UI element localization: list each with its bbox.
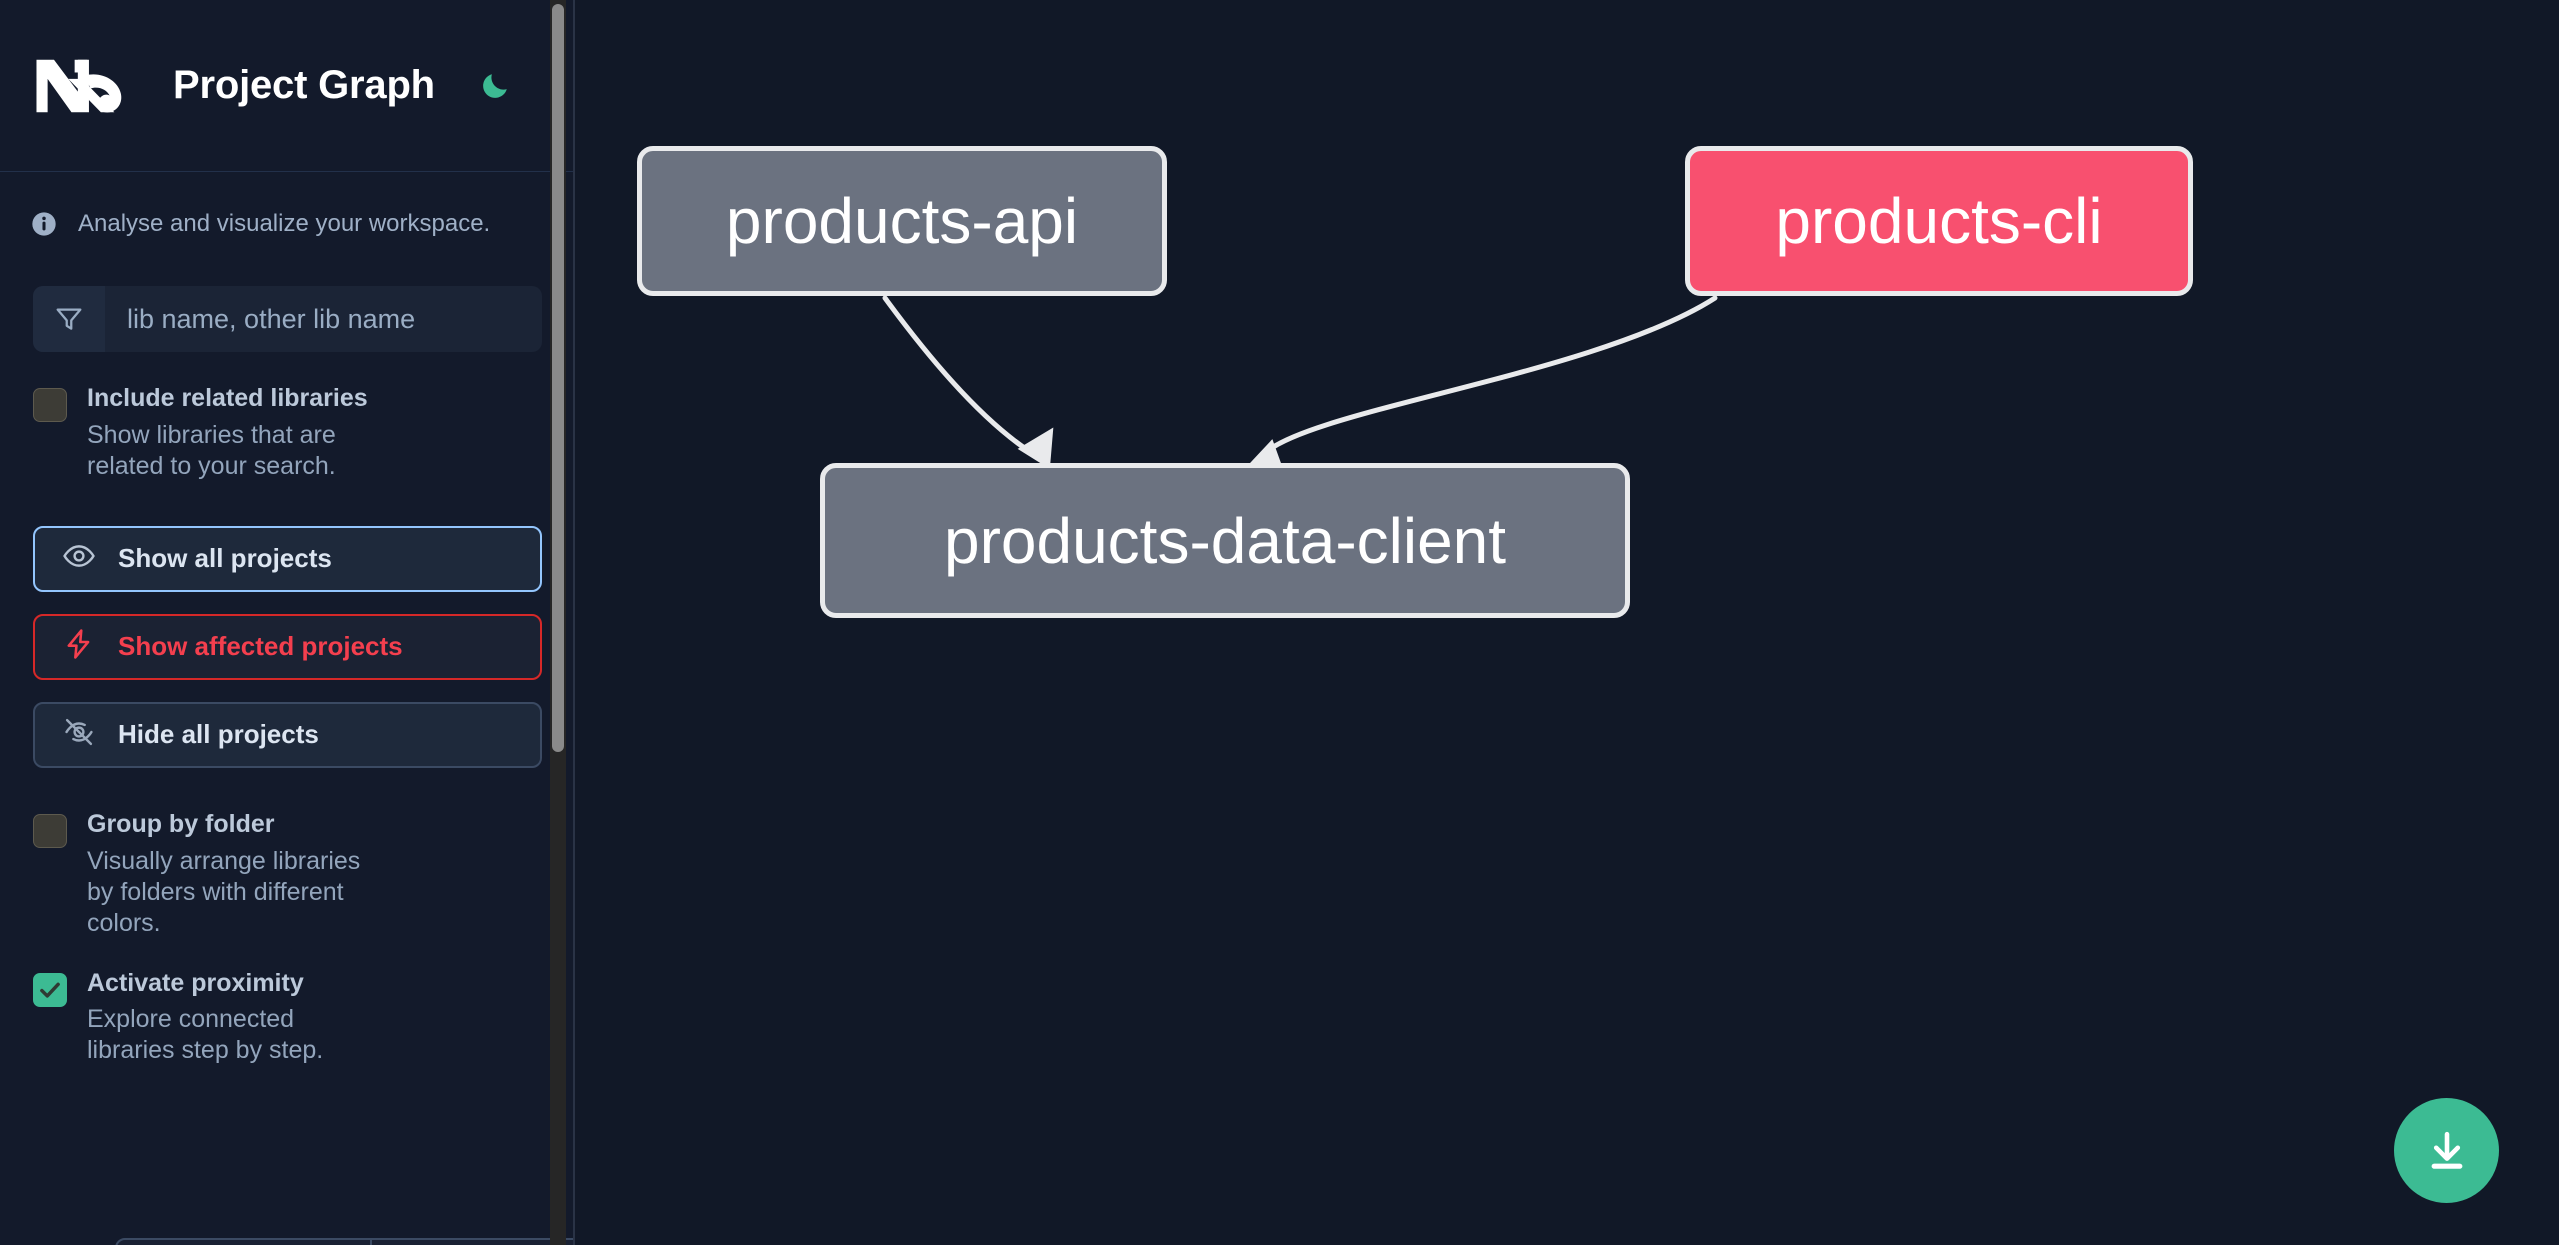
eye-icon [62,539,96,578]
segment-option[interactable] [372,1240,575,1245]
checkbox-desc-activate-proximity: Explore connected libraries step by step… [87,1005,324,1065]
graph-edge-products-api-to-products-data-client [882,295,1054,469]
proximity-segmented-control[interactable] [115,1238,575,1245]
show-affected-projects-button[interactable]: Show affected projects [33,613,542,680]
workspace-info-text: Analyse and visualize your workspace. [78,210,491,237]
checkbox-label-activate-proximity: Activate proximity [87,968,304,997]
checkbox-label-include-related: Include related libraries [87,384,368,412]
moon-icon[interactable] [475,66,515,106]
sidebar-header: Project Graph [0,0,575,172]
checkbox-group-by-folder[interactable]: Group by folder Visually arrange librari… [0,768,575,939]
eye-off-icon [62,715,96,754]
checkbox-label-group-by-folder: Group by folder [87,809,275,838]
checkbox-desc-include-related: Show libraries that are related to your … [87,420,336,480]
sidebar-divider [573,0,575,1245]
checkbox-toggle-activate-proximity[interactable] [33,972,67,1007]
checkbox-include-related-libraries[interactable]: Include related libraries Show libraries… [0,352,575,482]
graph-canvas[interactable]: products-api products-cli products-data-cl… [575,0,2559,1245]
graph-node-label: products-cli [1775,185,2103,257]
funnel-icon [33,286,105,352]
sidebar: Project Graph Analyse and visualize your… [0,0,575,1245]
graph-edges [882,295,1718,479]
graph-node-products-api[interactable]: products-api [637,146,1167,296]
graph-node-products-data-client[interactable]: products-data-client [820,463,1630,618]
info-circle-icon [30,210,58,238]
search-field[interactable] [33,286,542,352]
checkbox-activate-proximity[interactable]: Activate proximity Explore connected lib… [0,939,575,1067]
download-graph-button[interactable] [2394,1098,2499,1203]
search-input[interactable] [105,286,542,352]
graph-edge-products-cli-to-products-data-client [1246,295,1718,479]
show-affected-projects-label: Show affected projects [118,631,403,662]
nx-logo-icon [33,55,129,117]
show-all-projects-label: Show all projects [118,543,332,574]
graph-node-label: products-data-client [943,504,1507,577]
checkbox-desc-group-by-folder: Visually arrange libraries by folders wi… [87,846,361,937]
page-title: Project Graph [173,63,435,107]
graph-action-buttons: Show all projects Show affected projects [0,482,575,768]
show-all-projects-button[interactable]: Show all projects [33,525,542,592]
checkbox-toggle-group-by-folder[interactable] [33,813,67,848]
sidebar-scrollbar-thumb[interactable] [552,4,564,752]
graph-node-products-cli[interactable]: products-cli [1685,146,2193,296]
graph-node-label: products-api [725,185,1079,257]
hide-all-projects-button[interactable]: Hide all projects [33,701,542,768]
workspace-info: Analyse and visualize your workspace. [0,172,575,238]
lightning-bolt-icon [62,627,96,666]
checkbox-toggle-include-related[interactable] [33,388,67,422]
segment-option[interactable] [117,1240,372,1245]
hide-all-projects-label: Hide all projects [118,719,319,750]
filter-row [0,238,575,352]
